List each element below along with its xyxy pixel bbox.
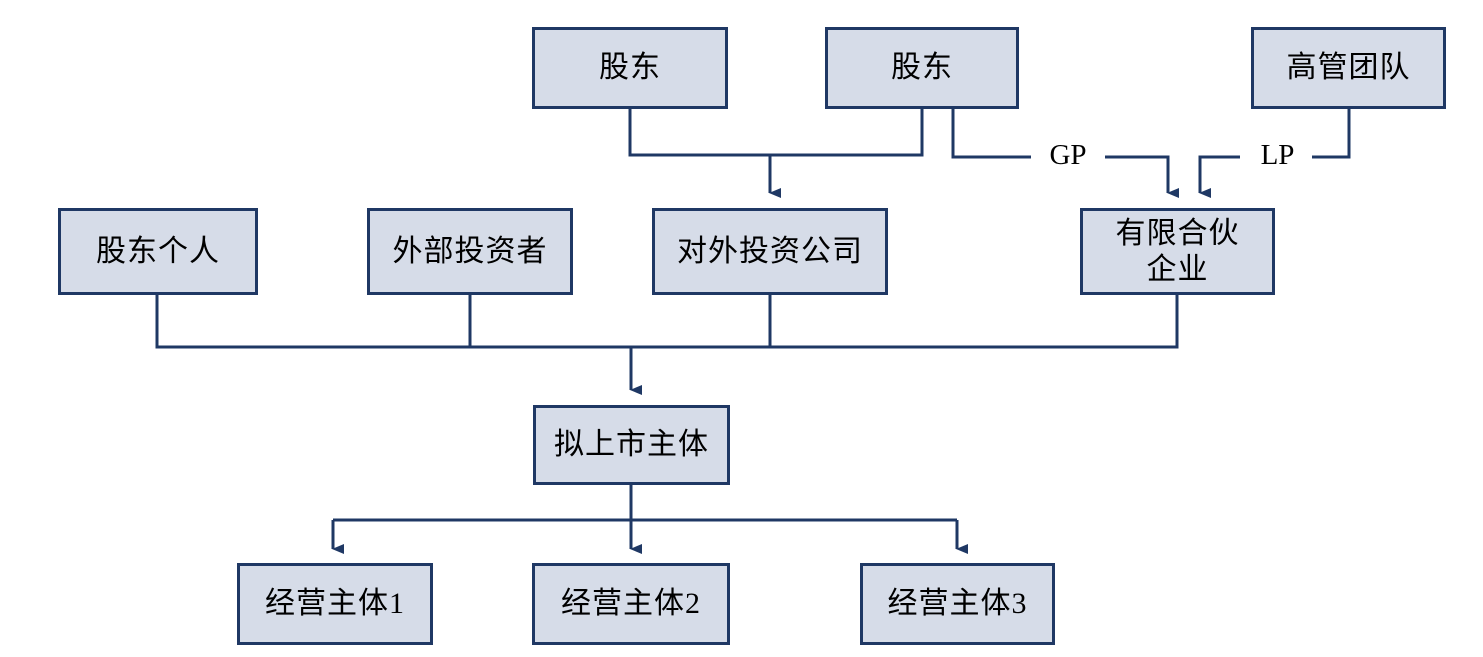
node-outbound-investment-company[interactable]: 对外投资公司 [652,208,888,295]
edge-label-lp: LP [1243,141,1312,170]
node-operating-entity-2-label: 经营主体2 [561,587,701,621]
node-operating-entity-2[interactable]: 经营主体2 [532,563,730,645]
node-limited-partnership[interactable]: 有限合伙 企业 [1080,208,1275,295]
edge-shareholder-gp-to-partnership [951,109,1179,198]
node-shareholder-2[interactable]: 股东 [825,27,1019,109]
node-shareholder-2-label: 股东 [891,51,953,85]
node-external-investor[interactable]: 外部投资者 [367,208,573,295]
node-outbound-investment-company-label: 对外投资公司 [677,234,863,268]
node-executive-team[interactable]: 高管团队 [1251,27,1446,109]
node-listing-entity-label: 拟上市主体 [554,428,709,462]
node-individual-shareholder[interactable]: 股东个人 [58,208,258,295]
node-shareholder-1-label: 股东 [599,51,661,85]
node-operating-entity-1[interactable]: 经营主体1 [237,563,433,645]
edge-label-gp: GP [1031,141,1105,170]
node-operating-entity-3[interactable]: 经营主体3 [860,563,1055,645]
node-external-investor-label: 外部投资者 [392,234,548,268]
edge-investors-to-listing-entity [155,295,1179,395]
edge-exec-team-lp-to-partnership [1198,109,1351,198]
node-shareholder-1[interactable]: 股东 [532,27,728,109]
node-operating-entity-3-label: 经营主体3 [887,587,1028,621]
node-listing-entity[interactable]: 拟上市主体 [533,405,730,485]
node-individual-shareholder-label: 股东个人 [96,234,220,268]
edge-shareholders-to-outbound-company [628,109,924,198]
node-limited-partnership-label: 有限合伙 企业 [1115,217,1240,286]
node-executive-team-label: 高管团队 [1286,51,1411,85]
node-operating-entity-1-label: 经营主体1 [265,587,405,621]
edge-listing-entity-to-operating-entities [331,485,968,554]
